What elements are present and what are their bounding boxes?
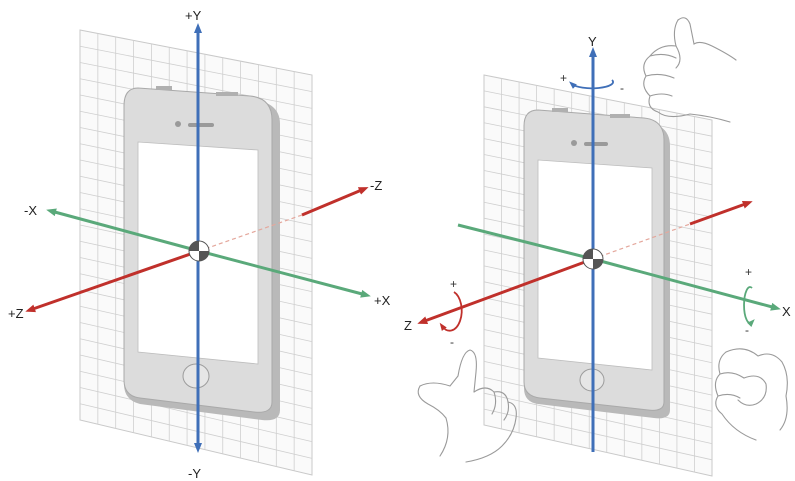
grid-line: [483, 90, 713, 137]
z-axis-negative-arrow: [301, 187, 369, 217]
z-axis-positive-arrow: [25, 249, 200, 313]
origin-marker: [188, 240, 210, 262]
grid-line: [79, 45, 313, 93]
x-axis-line-positive: [198, 249, 371, 298]
y-rotation-minus: -: [620, 81, 624, 95]
origin-marker: [582, 248, 604, 270]
z-rotation-minus: -: [450, 335, 454, 349]
label-z: Z: [404, 318, 412, 333]
label-pos-z: +Z: [8, 306, 24, 321]
x-axis-line: [457, 223, 594, 261]
x-rotation-minus: -: [745, 323, 749, 337]
x-axis-line-positive: [592, 257, 781, 311]
x-rotation-arrow-icon: [743, 286, 755, 327]
label-y: Y: [588, 34, 597, 49]
z-axis-negative-arrow: [689, 200, 753, 226]
thumb-right-hand-icon: [714, 348, 788, 441]
z-axis-positive-arrow: [417, 257, 594, 325]
x-axis-line: [46, 208, 200, 253]
grid-line: [79, 62, 313, 109]
grid-line: [483, 408, 713, 461]
label-pos-x: +X: [374, 293, 391, 308]
left-diagram: +Y -Y -X +X -Z +Z: [8, 8, 391, 481]
x-rotation-plus: +: [745, 265, 752, 279]
thumb-up-hand-icon: [643, 17, 737, 123]
grid-line: [79, 387, 313, 443]
label-neg-z: -Z: [370, 178, 382, 193]
label-x: X: [782, 304, 791, 319]
label-neg-x: -X: [24, 203, 37, 218]
label-neg-y: -Y: [188, 466, 201, 481]
right-diagram: Y X Z + - + - + -: [404, 17, 791, 477]
grid-line: [483, 392, 713, 445]
grid-line: [79, 403, 313, 459]
z-rotation-arrow-icon: [439, 291, 463, 332]
y-rotation-plus: +: [560, 71, 567, 85]
y-rotation-arrow-icon: [569, 79, 614, 90]
label-pos-y: +Y: [185, 8, 202, 23]
z-rotation-plus: +: [450, 277, 457, 291]
z-axis-negative-dashed: [592, 223, 691, 260]
thumb-left-hand-icon: [417, 349, 517, 463]
